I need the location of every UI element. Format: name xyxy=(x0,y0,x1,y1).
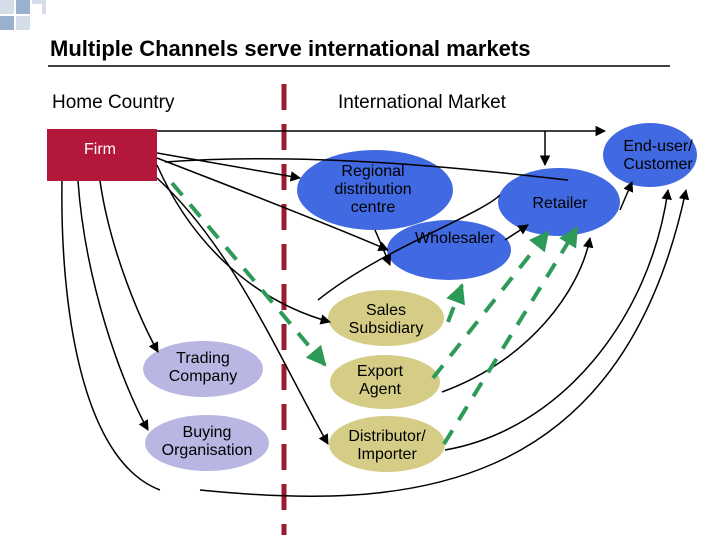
buying-organisation-node xyxy=(145,415,269,471)
arrow-firm-regional xyxy=(156,152,302,182)
green-distributor-retailer xyxy=(442,226,579,446)
sales-subsidiary-line1: Sales xyxy=(365,302,407,319)
green-subsidiary-wholesaler xyxy=(446,283,465,323)
arrow-agent-retailer xyxy=(441,236,594,393)
distributor-importer-line2: Importer xyxy=(357,446,417,463)
arrow-distributor-enduser xyxy=(444,188,672,451)
arrow-firm-buying xyxy=(77,180,149,431)
trading-company-line2: Company xyxy=(168,368,238,385)
end-user-label-line1: End-user/ xyxy=(623,138,693,155)
regional-centre-node xyxy=(297,150,453,230)
retailer-label: Retailer xyxy=(532,195,588,212)
sales-subsidiary-node xyxy=(328,290,444,346)
regional-label-line3: centre xyxy=(350,199,396,216)
export-agent-label: Export Agent xyxy=(330,363,430,399)
channel-arrows xyxy=(61,125,690,498)
export-agent-line2: Agent xyxy=(359,381,401,398)
arrow-retailer-enduser xyxy=(619,181,634,211)
trading-company-node xyxy=(143,341,263,397)
distributor-importer-line1: Distributor/ xyxy=(348,428,426,445)
corner-decoration xyxy=(0,0,46,30)
green-firm-export-agent xyxy=(170,181,327,367)
home-country-heading: Home Country xyxy=(52,92,175,113)
arrow-firm-wholesaler xyxy=(156,157,389,252)
wholesaler-node xyxy=(387,220,511,280)
firm-label: Firm xyxy=(84,141,116,158)
buying-organisation-line1: Buying xyxy=(182,424,232,441)
arrow-subsidiary-wholesaler xyxy=(317,194,501,301)
regional-label-line1: Regional xyxy=(341,163,405,180)
buying-organisation-line2: Organisation xyxy=(161,442,253,459)
arrow-wholesaler-retailer xyxy=(504,224,529,241)
arrow-regional-wholesaler xyxy=(374,229,392,266)
arrow-firm-trading xyxy=(99,180,159,353)
end-user-label-line2: Customer xyxy=(623,156,693,173)
product-flow-arrows xyxy=(170,181,579,446)
distributor-importer-label: Distributor/ Importer xyxy=(330,428,444,464)
sales-subsidiary-label: Sales Subsidiary xyxy=(330,302,442,338)
regional-label-line2: distribution xyxy=(334,181,412,198)
arrow-firm-export-agent xyxy=(164,158,569,181)
green-agent-retailer xyxy=(431,230,550,380)
arrow-buying-enduser xyxy=(199,188,690,498)
international-market-heading: International Market xyxy=(338,92,506,113)
sales-subsidiary-line2: Subsidiary xyxy=(348,320,424,337)
arrow-firm-loop xyxy=(61,180,161,491)
retailer-node xyxy=(498,168,620,236)
end-user-node xyxy=(603,123,697,187)
regional-centre-label: Regional distribution centre xyxy=(308,163,438,217)
wholesaler-label: Wholesaler xyxy=(414,230,496,247)
firm-box xyxy=(47,129,157,181)
export-agent-node xyxy=(330,355,440,409)
trading-company-label: Trading Company xyxy=(148,350,258,386)
distributor-importer-node xyxy=(329,416,445,472)
trading-company-line1: Trading xyxy=(176,350,230,367)
page-title: Multiple Channels serve international ma… xyxy=(50,36,531,61)
export-agent-line1: Export xyxy=(356,363,404,380)
arrow-firm-distributor xyxy=(156,177,329,445)
end-user-label: End-user/ Customer xyxy=(610,138,706,174)
buying-organisation-label: Buying Organisation xyxy=(145,424,269,460)
